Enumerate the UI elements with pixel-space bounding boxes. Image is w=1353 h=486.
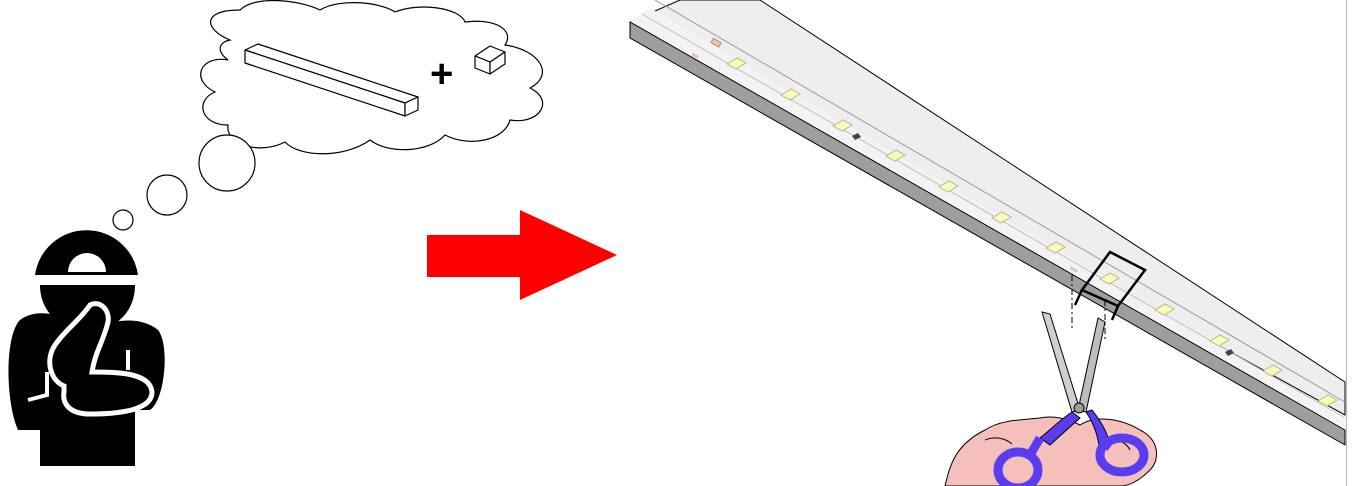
thinking-person-icon: [8, 230, 165, 466]
profile-bar-icon: [244, 43, 419, 117]
strip-components: [691, 37, 1234, 356]
cut-guide-lines: [1071, 275, 1106, 340]
cut-mark: [1073, 250, 1147, 321]
plus-sign: +: [430, 52, 454, 96]
thought-bubble-icon: [112, 0, 543, 231]
end-cap-icon: [474, 45, 506, 75]
led-chips: [726, 57, 1338, 407]
right-border: [1346, 0, 1347, 486]
arrow-right-icon: [427, 210, 617, 300]
scissors-icon: [993, 311, 1149, 486]
